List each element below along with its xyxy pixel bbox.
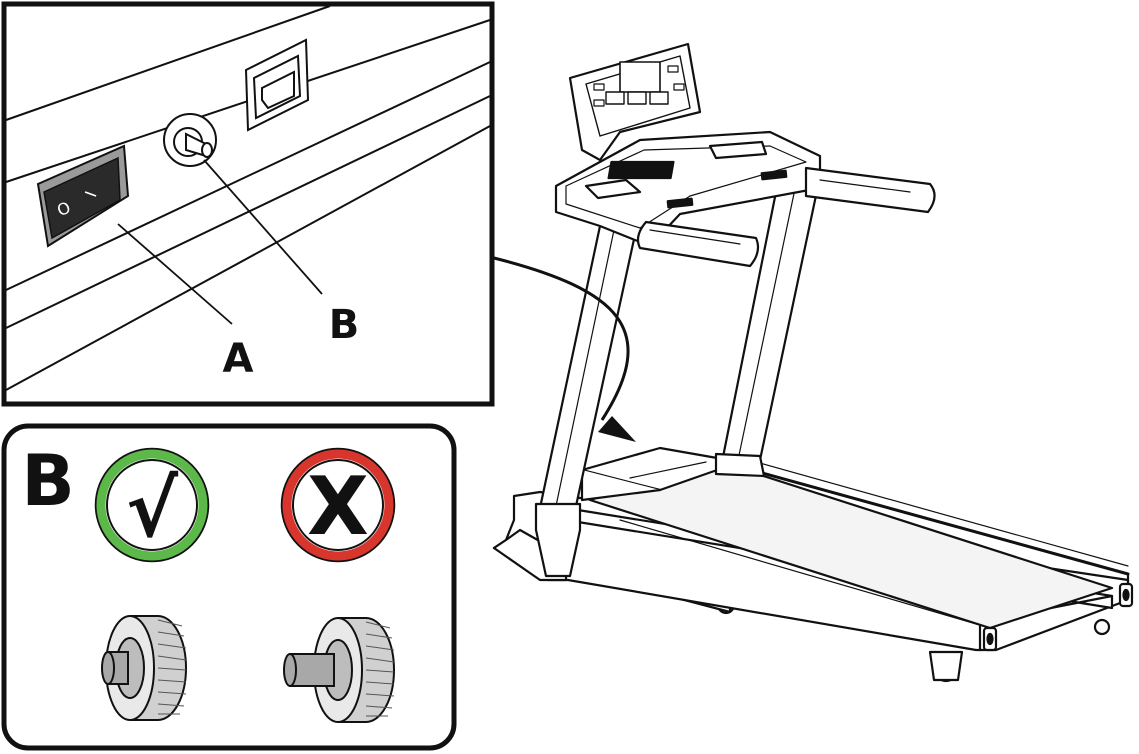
power-switch-icon: O I <box>36 144 130 248</box>
pointer-arrow <box>493 256 636 442</box>
knob-pressed <box>101 615 187 721</box>
power-socket-icon <box>244 38 310 132</box>
incorrect-symbol: X <box>307 460 369 553</box>
treadmill-console <box>554 42 822 248</box>
cross-icon: X <box>280 447 396 563</box>
inset-closeup: O I A B <box>1 1 495 407</box>
knob-icon <box>101 615 395 723</box>
treadmill-uprights <box>534 180 820 578</box>
label-a: A <box>223 336 254 382</box>
treadmill-deck <box>492 446 1134 683</box>
reset-button-icon <box>163 113 217 167</box>
switch-on-symbol: I <box>81 189 100 200</box>
knob-popped <box>283 617 395 723</box>
guide-title: B <box>21 440 74 522</box>
correct-symbol: √ <box>126 465 179 555</box>
leader-lines <box>117 159 323 325</box>
treadmill-illustration <box>492 42 1134 683</box>
checkmark-icon: √ <box>94 447 210 563</box>
label-b: B <box>329 302 360 348</box>
treadmill-handlebars <box>636 166 936 268</box>
inset-button-guide: B √ X <box>1 423 457 751</box>
